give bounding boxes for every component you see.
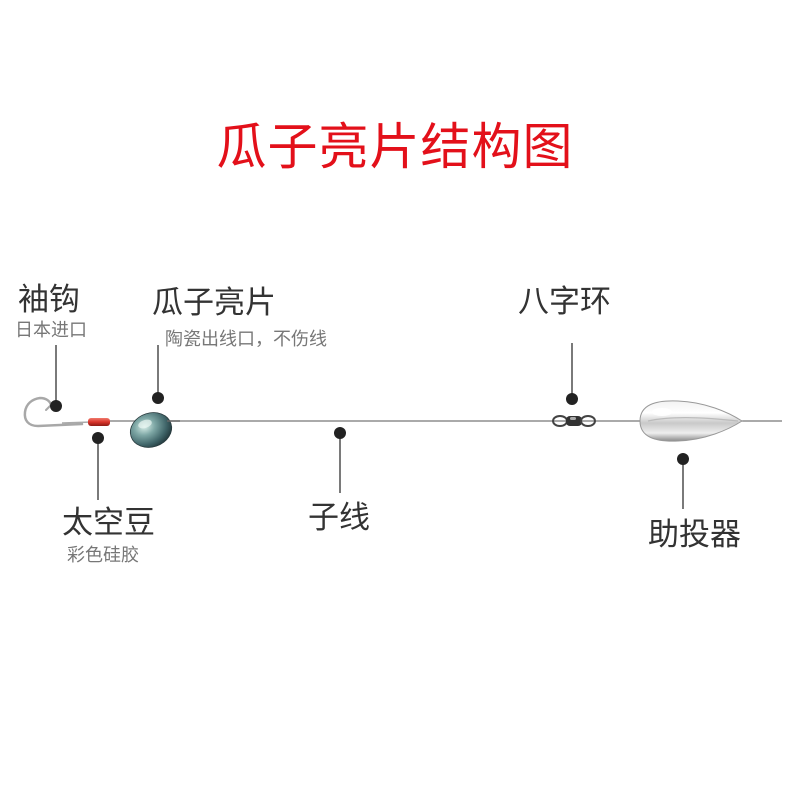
swivel-shape [552,415,596,427]
float-label: 助投器 [648,517,741,553]
bead-note: 彩色硅胶 [67,545,139,566]
float-rib [647,417,739,422]
float-dot [677,453,689,465]
line-label: 子线 [308,500,370,536]
hook-leader [61,421,93,424]
bead-dot [92,432,104,444]
spoon-shape [129,412,173,448]
swivel-label: 八字环 [518,284,611,320]
hook-dot [50,400,62,412]
spoon-label: 瓜子亮片 [152,285,276,321]
hook-shape [23,396,84,428]
spoon-note: 陶瓷出线口，不伤线 [165,329,327,350]
float-glint [652,408,672,416]
spoon-dot [152,392,164,404]
float-shape [639,400,743,442]
bead-label: 太空豆 [62,505,155,541]
swivel-dot [566,393,578,405]
line-dot [334,427,346,439]
hook-label: 袖钩 [18,282,80,318]
hook-note: 日本进口 [15,320,87,341]
diagram-title: 瓜子亮片结构图 [216,118,574,176]
spoon-highlight [138,419,152,429]
bead-shape [88,418,110,426]
